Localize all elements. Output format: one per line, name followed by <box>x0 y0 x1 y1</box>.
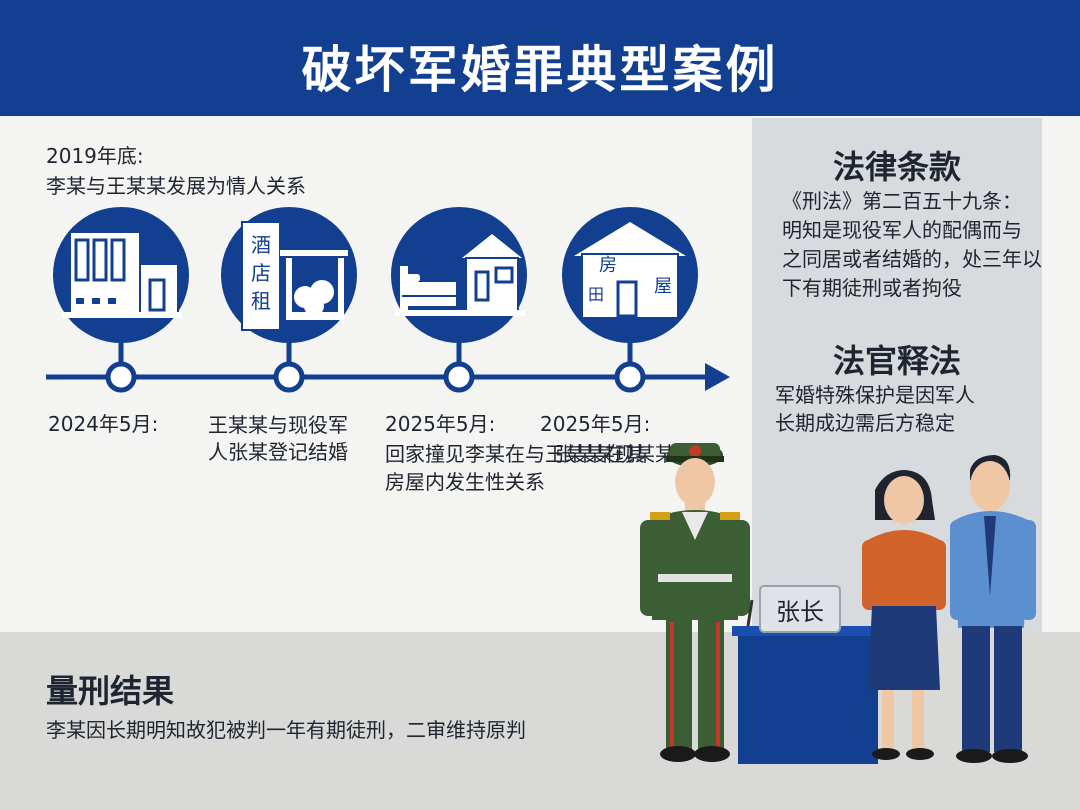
man-figure <box>950 455 1036 763</box>
event-2-text: 王某某与现役军人张某登记结婚 <box>208 413 348 464</box>
hotel-icon: 酒 店 租 <box>221 207 357 343</box>
legal-line-3: 之同居或者结婚的，处三年以 <box>782 247 1042 271</box>
judge-title: 法官释法 <box>832 342 961 380</box>
judge-line-1: 军婚特殊保护是因军人 <box>775 383 975 407</box>
event-3-date: 2025年5月: <box>385 412 496 436</box>
timeline-arrowhead <box>705 363 730 391</box>
legal-line-1: 《刑法》第二百五十九条： <box>782 189 1022 213</box>
event-4-text: 张某某现某某 <box>555 442 675 466</box>
legal-title: 法律条款 <box>832 148 961 186</box>
result-title: 量刑结果 <box>46 672 175 710</box>
header-banner: 破坏军婚罪典型案例 <box>0 0 1080 116</box>
legal-line-2: 明知是现役军人的配偶而与 <box>782 218 1022 242</box>
bed-house-icon <box>391 207 527 343</box>
house-label-2: 屋 <box>654 276 672 297</box>
result-text: 李某因长期明知故犯被判一年有期徒刑，二审维持原判 <box>46 718 526 742</box>
house-label-1: 房 <box>599 255 617 276</box>
node-2 <box>273 340 305 393</box>
house-label-extra: 田 <box>588 285 604 304</box>
event-4-date: 2025年5月: <box>540 412 651 436</box>
node-3 <box>443 340 475 393</box>
nameplate-text: 张长 <box>776 598 824 626</box>
hotel-label-2: 店 <box>251 261 271 285</box>
soldier-figure <box>640 443 750 762</box>
judge-line-2: 长期成边需后方稳定 <box>775 411 955 435</box>
hotel-label-3: 租 <box>251 289 271 313</box>
event-2-date: 2024年5月: <box>48 412 159 436</box>
hotel-label-1: 酒 <box>251 233 271 257</box>
event-1-text: 李某与王某某发展为情人关系 <box>46 174 306 198</box>
apartment-icon <box>53 207 189 343</box>
event-1-date: 2019年底: <box>46 144 144 168</box>
podium: 张长 <box>732 585 884 764</box>
page-title: 破坏军婚罪典型案例 <box>301 41 779 99</box>
node-4 <box>614 340 646 393</box>
woman-figure <box>862 470 946 760</box>
node-1 <box>105 340 137 393</box>
legal-line-4: 下有期徒刑或者拘役 <box>782 276 962 300</box>
house-icon: 房 田 屋 <box>562 207 698 343</box>
event-3-text: 回家撞见李某在与王某某在其房屋内发生性关系 <box>385 442 645 494</box>
